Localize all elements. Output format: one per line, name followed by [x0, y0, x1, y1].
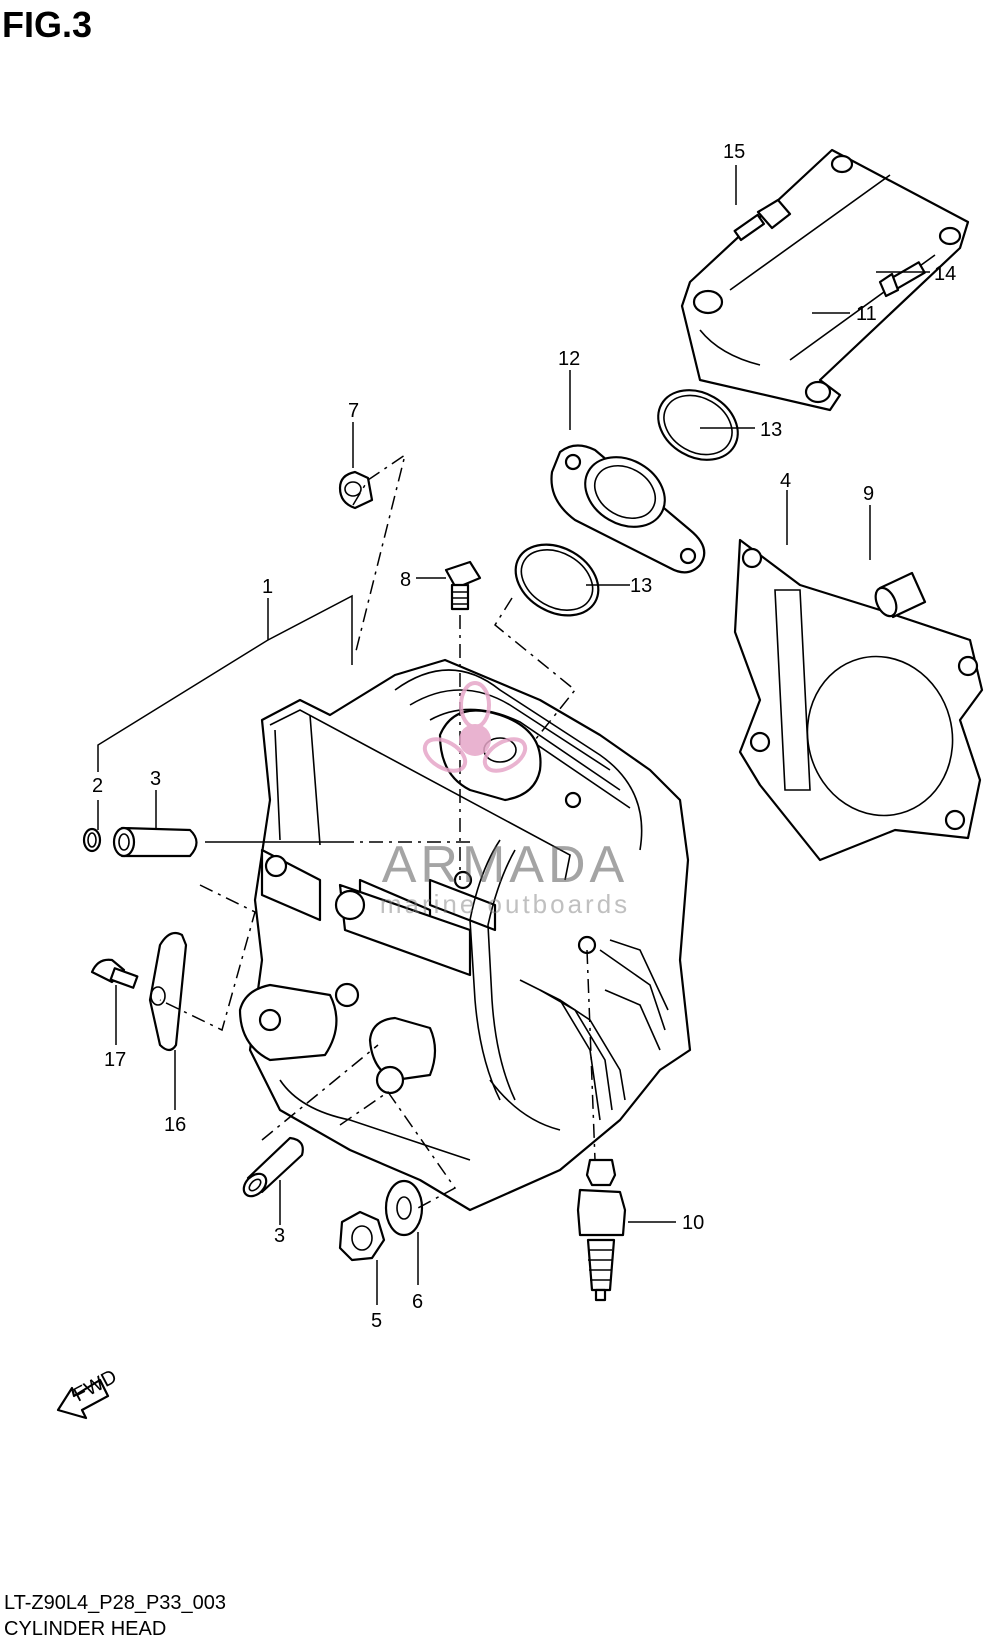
- callout-3-lower: 3: [274, 1225, 285, 1247]
- spark-plug-part-10: [576, 1158, 627, 1302]
- callout-12: 12: [558, 348, 580, 370]
- bolt-part-15: [733, 198, 792, 242]
- callout-13-lower: 13: [630, 575, 652, 597]
- gasket-part-4: [733, 538, 984, 862]
- callout-10: 10: [682, 1212, 704, 1234]
- callout-11: 11: [856, 303, 877, 325]
- forward-arrow-icon: FWD: [56, 1366, 121, 1420]
- bolt-part-14: [878, 261, 926, 298]
- drawing-code: LT-Z90L4_P28_P33_003: [4, 1592, 227, 1614]
- nut-part-5: [338, 1210, 386, 1262]
- callout-5: 5: [371, 1310, 382, 1332]
- callout-15: 15: [723, 141, 745, 163]
- callout-16: 16: [164, 1114, 186, 1136]
- callout-9: 9: [863, 483, 874, 505]
- assembly-name: CYLINDER HEAD: [4, 1618, 167, 1640]
- dowel-pin-part-3-upper: [112, 826, 198, 858]
- insulator-part-12: [550, 444, 706, 574]
- callout-8: 8: [400, 569, 411, 591]
- plate-part-16: [148, 931, 188, 1052]
- washer-part-6: [384, 1179, 424, 1237]
- figure-title: FIG.3: [2, 4, 93, 45]
- leader-lines: [97, 165, 930, 1305]
- cylinder-head-part-1: [238, 658, 692, 1212]
- watermark-logo: [422, 681, 528, 773]
- callout-3-upper: 3: [150, 768, 161, 790]
- cap-nut-part-7: [338, 470, 374, 510]
- callout-14: 14: [934, 263, 956, 285]
- callout-17: 17: [104, 1049, 126, 1071]
- callout-13-upper: 13: [760, 419, 782, 441]
- callout-1: 1: [262, 576, 273, 598]
- callout-7: 7: [348, 400, 359, 422]
- clip-part-2: [82, 827, 102, 853]
- alignment-lines: [159, 453, 596, 1209]
- callout-6: 6: [412, 1291, 423, 1313]
- bolt-part-8: [444, 560, 482, 611]
- callout-numbers: 15 14 11 12 13 7 4 9 8 13 1 2 3 17 16 3 …: [92, 141, 956, 1332]
- dowel-pin-part-9: [874, 571, 927, 619]
- callout-2: 2: [92, 775, 103, 797]
- callout-4: 4: [780, 470, 791, 492]
- screw-part-17: [90, 958, 139, 989]
- o-ring-part-13-lower: [514, 543, 600, 617]
- o-ring-part-13-upper: [657, 389, 739, 461]
- intake-pipe-part-11: [680, 148, 970, 412]
- dowel-pin-part-3-lower: [242, 1136, 304, 1198]
